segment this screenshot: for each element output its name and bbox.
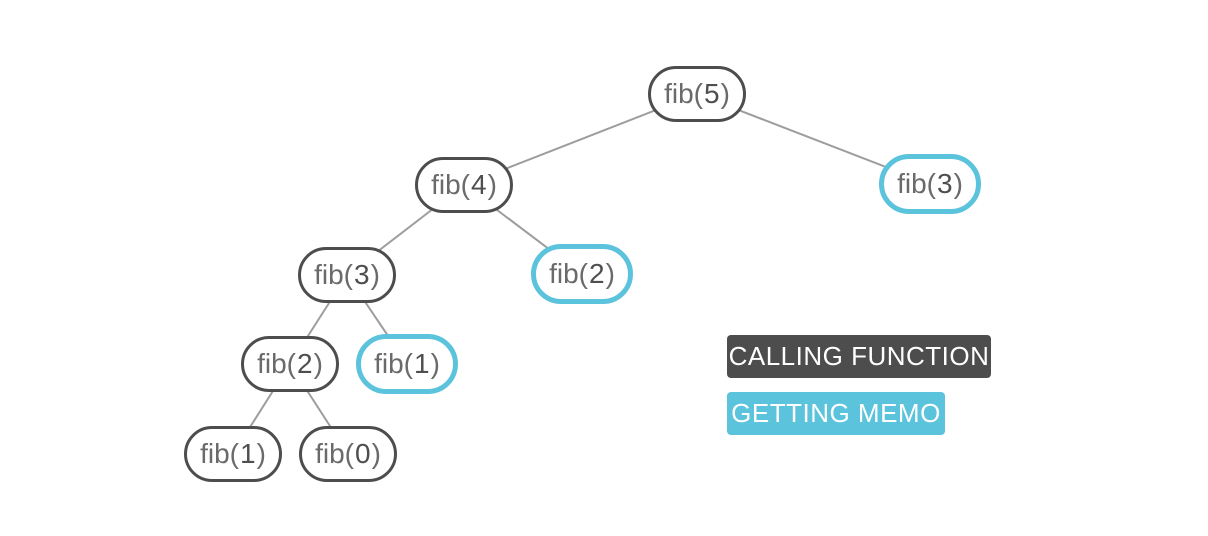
node-label-arg: 2 (297, 348, 313, 379)
node-label-arg: 1 (240, 438, 256, 469)
legend-calling-function: CALLING FUNCTION (727, 335, 991, 378)
legend-getting-memo-label: GETTING MEMO (731, 398, 941, 428)
node-label-prefix: fib( (431, 169, 470, 200)
node-label-arg: 4 (471, 169, 487, 200)
tree-node-fib5: fib(5) (648, 66, 746, 122)
node-label-prefix: fib( (315, 438, 354, 469)
node-label-arg: 3 (354, 259, 370, 290)
node-label-arg: 1 (414, 348, 430, 379)
legend: CALLING FUNCTION GETTING MEMO (727, 335, 991, 435)
tree-node-fib1-left: fib(1) (184, 426, 282, 482)
node-label-arg: 5 (704, 78, 720, 109)
node-label-arg: 2 (589, 258, 605, 289)
node-label-prefix: fib( (314, 259, 353, 290)
node-label-suffix: ) (430, 348, 440, 379)
node-label-prefix: fib( (200, 438, 239, 469)
node-label-suffix: ) (256, 438, 266, 469)
tree-node-fib2-left: fib(2) (241, 336, 339, 392)
tree-node-fib0: fib(0) (299, 426, 397, 482)
tree-node-fib2-right: fib(2) (531, 244, 633, 304)
node-label-suffix: ) (605, 258, 615, 289)
tree-node-fib1-right: fib(1) (356, 334, 458, 394)
node-label-arg: 3 (937, 168, 953, 199)
node-label-suffix: ) (487, 169, 497, 200)
node-label-arg: 0 (355, 438, 371, 469)
tree-node-fib3-right: fib(3) (879, 154, 981, 214)
node-label-suffix: ) (953, 168, 963, 199)
node-label-prefix: fib( (374, 348, 413, 379)
node-label-prefix: fib( (664, 78, 703, 109)
node-label-suffix: ) (370, 259, 380, 290)
tree-node-fib3-left: fib(3) (298, 247, 396, 303)
legend-getting-memo: GETTING MEMO (727, 392, 945, 435)
node-label-prefix: fib( (549, 258, 588, 289)
node-label-prefix: fib( (897, 168, 936, 199)
legend-calling-function-label: CALLING FUNCTION (728, 341, 990, 371)
node-label-suffix: ) (313, 348, 323, 379)
node-label-suffix: ) (371, 438, 381, 469)
node-label-suffix: ) (720, 78, 730, 109)
node-label-prefix: fib( (257, 348, 296, 379)
tree-node-fib4: fib(4) (415, 157, 513, 213)
